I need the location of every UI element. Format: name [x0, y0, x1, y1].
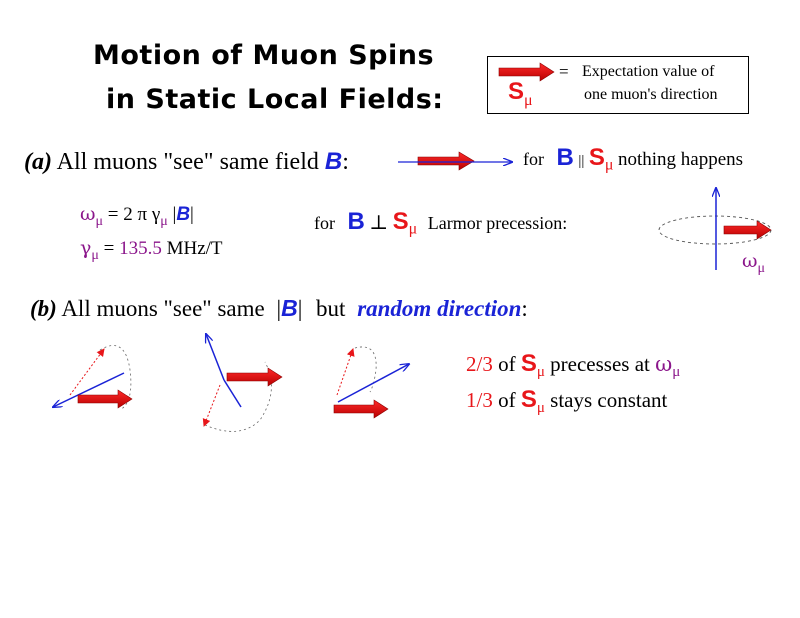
title-line-2: in Static Local Fields: — [106, 84, 444, 115]
result-line-2: 1/3 of Sμ stays constant — [466, 386, 668, 417]
random-sketch-1 — [53, 345, 133, 411]
parallel-case: for B || Sμ nothing happens — [523, 144, 744, 174]
legend-symbol: Sμ — [508, 78, 533, 109]
precession-spin-arrow — [723, 220, 772, 240]
random-sketch-2 — [202, 334, 283, 432]
legend-text-line-2: one muon's direction — [584, 86, 718, 103]
legend-text-line-1: Expectation value of — [582, 63, 715, 80]
section-a-heading: (a) All muons "see" same field B: — [24, 148, 349, 175]
result-line-1: 2/3 of Sμ precesses at ωμ — [466, 350, 681, 381]
section-b-heading: (b) All muons "see" same |B| but random … — [30, 295, 528, 321]
parallel-spin-arrow — [417, 151, 475, 171]
legend-spin-arrow — [498, 62, 555, 82]
precession-omega-label: ωμ — [742, 250, 766, 276]
legend-box — [487, 56, 749, 114]
legend-equals: = — [559, 62, 569, 81]
random-sketch-3 — [333, 346, 409, 419]
omega-equation: ωμ = 2 π γμ |B| — [80, 203, 194, 229]
perpendicular-case: for B ⊥ Sμ Larmor precession: — [314, 208, 568, 238]
gamma-equation: γμ = 135.5 MHz/T — [80, 237, 223, 263]
title-line-1: Motion of Muon Spins — [93, 40, 435, 71]
